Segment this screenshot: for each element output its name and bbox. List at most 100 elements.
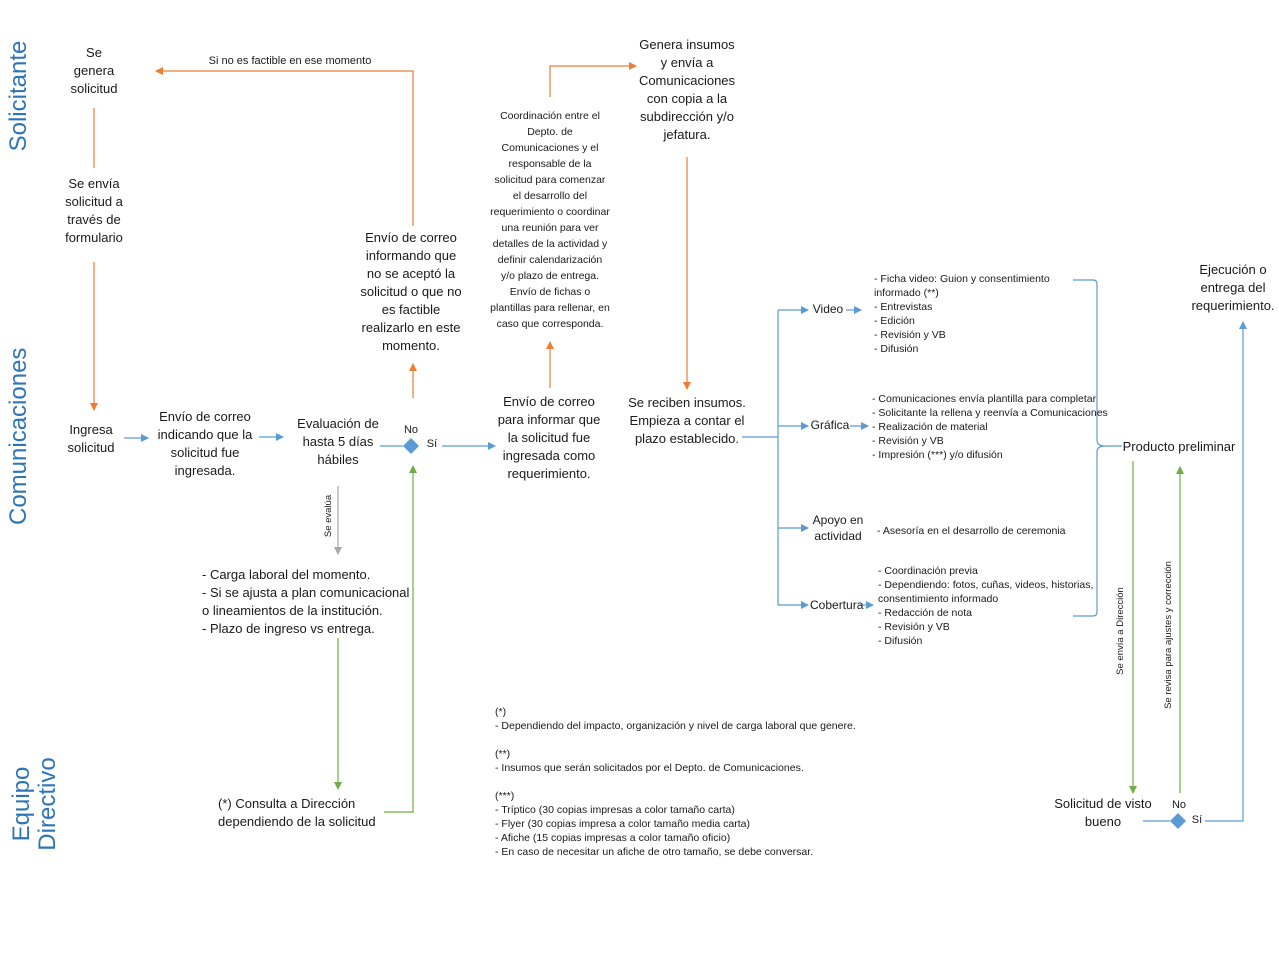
node-text: solicitud <box>67 440 115 455</box>
lane-label-equipo: Equipo <box>8 766 35 842</box>
branch-label-cobertura: Cobertura <box>810 598 864 612</box>
node-text: Solicitud de visto <box>1054 796 1152 811</box>
node-evaluacion: Evaluación de hasta 5 días hábiles <box>288 415 388 469</box>
branch-item: - Revisión y VB <box>874 329 946 341</box>
lane-label-solicitante: Solicitante <box>5 40 32 152</box>
node-text: Coordinación entre el <box>500 110 600 122</box>
footnote-line: (*) <box>495 706 507 718</box>
node-text: través de <box>67 212 121 227</box>
node-text: es factible <box>381 302 441 317</box>
branch-item: - Dependiendo: fotos, cuñas, videos, his… <box>878 579 1094 591</box>
branch-items-apoyo: - Asesoría en el desarrollo de ceremonia <box>877 524 1066 538</box>
node-text: requerimiento. <box>507 466 591 481</box>
node-ingresa-solicitud: Ingresa solicitud <box>56 421 126 457</box>
node-text: momento. <box>382 338 440 353</box>
footnote-line: (***) <box>495 790 515 802</box>
decision-label-no: No <box>403 424 419 436</box>
node-text: Envío de correo <box>365 230 457 245</box>
node-text: dependiendo de la solicitud <box>218 814 376 829</box>
branch-items-cobertura: - Coordinación previa - Dependiendo: fot… <box>878 564 1093 648</box>
node-coordinacion: Coordinación entre el Depto. de Comunica… <box>478 108 622 332</box>
node-text: Comunicaciones <box>638 73 736 88</box>
node-text: Se <box>86 45 102 60</box>
node-text: Comunicaciones y el <box>501 142 599 154</box>
branch-item: - Edición <box>874 315 915 327</box>
node-envio-correo-ingresada: Envío de correo indicando que la solicit… <box>150 408 260 480</box>
node-text: formulario <box>65 230 123 245</box>
branch-item: - Impresión (***) y/o difusión <box>872 449 1003 461</box>
footnote-line: - Flyer (30 copias impresa a color tamañ… <box>495 818 751 830</box>
node-text: entrega del <box>1200 280 1266 295</box>
lane-label-directivo: Directivo <box>34 757 61 851</box>
footnote-line: - Afiche (15 copias impresas a color tam… <box>495 832 731 844</box>
node-text: definir calendarización <box>497 254 603 266</box>
arrow-consulta-to-decision <box>384 465 417 813</box>
footnote-line: - En caso de necesitar un afiche de otro… <box>495 846 814 858</box>
footnote-line: - Tríptico (30 copias impresas a color t… <box>495 804 735 816</box>
node-text: el desarrollo del <box>512 190 588 202</box>
node-reciben-insumos: Se reciben insumos. Empieza a contar el … <box>622 394 752 448</box>
node-text: indicando que la <box>157 427 253 442</box>
decision-label-si: Sí <box>426 438 438 450</box>
branch-item: - Asesoría en el desarrollo de ceremonia <box>877 525 1066 537</box>
footnote-line <box>495 733 856 747</box>
node-text: Se reciben insumos. <box>628 395 746 410</box>
branch-item: - Coordinación previa <box>878 565 978 577</box>
node-text: hábiles <box>317 452 359 467</box>
node-text: y envía a <box>660 55 714 70</box>
node-text: caso que corresponda. <box>496 318 604 330</box>
node-ejecucion: Ejecución o entrega del requerimiento. <box>1188 261 1278 315</box>
node-text: Envío de correo <box>159 409 251 424</box>
branch-item: - Revisión y VB <box>878 621 950 633</box>
arrow-coordinacion-to-genera <box>549 62 637 97</box>
node-text: no se aceptó la <box>366 266 456 281</box>
node-text: ingresada como <box>502 448 596 463</box>
node-text: detalles de la actividad y <box>492 238 608 250</box>
branch-item: - Realización de material <box>872 421 988 433</box>
arrow-no-factible-to-solicitante <box>155 67 414 226</box>
lane-label-equipo-directivo: Equipo Directivo <box>8 749 61 859</box>
branch-items-grafica: - Comunicaciones envía plantilla para co… <box>872 392 1108 462</box>
footnote-line: - Insumos que serán solicitados por el D… <box>495 762 804 774</box>
node-text: solicitud fue <box>170 445 240 460</box>
node-text: Envío de correo <box>503 394 595 409</box>
node-envio-correo-aceptada: Envío de correo para informar que la sol… <box>488 393 610 483</box>
branch-label-apoyo: Apoyo en actividad <box>810 512 866 544</box>
node-text: requerimiento. <box>1191 298 1275 313</box>
node-text: o lineamientos de la institución. <box>202 603 383 618</box>
footnotes: (*) - Dependiendo del impacto, organizac… <box>495 705 856 859</box>
lane-label-comunicaciones: Comunicaciones <box>5 347 32 525</box>
decision-diamond-evaluacion <box>403 438 419 454</box>
node-text: (*) Consulta a Dirección <box>218 796 356 811</box>
node-text: plantillas para rellenar, en <box>490 302 610 314</box>
node-visto-bueno: Solicitud de visto bueno <box>1050 795 1156 831</box>
node-text: informando que <box>365 248 457 263</box>
branch-label-text: Apoyo en <box>812 513 864 527</box>
branch-label-video: Video <box>812 302 844 316</box>
node-text: solicitud <box>70 81 118 96</box>
footnote-line <box>495 775 856 789</box>
edge-label-se-revisa: Se revisa para ajustes y corrección <box>1163 561 1174 709</box>
branch-item: - Difusión <box>878 635 923 647</box>
node-text: Empieza a contar el <box>629 413 745 428</box>
footnote-line: - Dependiendo del impacto, organización … <box>495 720 856 732</box>
node-genera-solicitud: Se genera solicitud <box>54 44 134 98</box>
node-consulta-direccion: (*) Consulta a Dirección dependiendo de … <box>218 795 388 831</box>
node-text: Evaluación de <box>297 416 379 431</box>
branch-item: - Difusión <box>874 343 919 355</box>
node-criterios: - Carga laboral del momento. - Si se aju… <box>202 566 412 638</box>
node-text: solicitud o que no <box>360 284 462 299</box>
decision-label-si-vb: Sí <box>1191 814 1203 826</box>
branch-item: - Revisión y VB <box>872 435 944 447</box>
branch-item: - Entrevistas <box>874 301 933 313</box>
node-text: ingresada. <box>174 463 236 478</box>
node-text: Depto. de <box>527 126 573 138</box>
branch-item: - Ficha video: Guion y consentimiento <box>874 273 1050 285</box>
node-text: con copia a la <box>646 91 728 106</box>
node-text: Genera insumos <box>639 37 735 52</box>
edge-label-no-factible: Si no es factible en ese momento <box>208 55 372 67</box>
node-text: Ingresa <box>69 422 113 437</box>
node-genera-insumos: Genera insumos y envía a Comunicaciones … <box>630 36 744 144</box>
decision-diamond-visto-bueno <box>1170 813 1186 829</box>
